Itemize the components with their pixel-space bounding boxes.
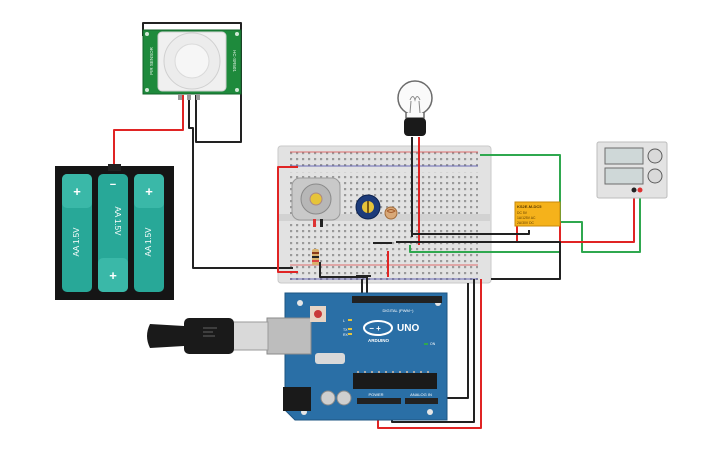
- arduino-model-label: UNO: [397, 323, 419, 334]
- battery-cell-sign: +: [109, 268, 117, 283]
- relay-spec: 2A/30V DC: [517, 221, 535, 225]
- potentiometer-icon: [355, 194, 381, 220]
- led-label: TX: [343, 328, 348, 332]
- battery-cell-label: AA 1.5V: [113, 207, 122, 237]
- led-label: RX: [343, 333, 349, 337]
- led-label: ON: [430, 342, 436, 346]
- pir-sensor: PIR SENSOR HC-SR501: [142, 29, 242, 100]
- power-header-label: POWER: [368, 392, 383, 397]
- photoresistor-icon: [384, 206, 398, 220]
- battery-cell-sign: +: [73, 184, 81, 199]
- battery-cell-sign: −: [110, 179, 116, 191]
- lightbulb-icon: [397, 80, 433, 136]
- digital-header-label: DIGITAL (PWM~): [383, 308, 415, 313]
- arduino-uno: − + UNO ARDUINO DIGITAL (PWM~) POWER ANA…: [266, 292, 448, 421]
- arduino-symbol: − +: [369, 324, 381, 333]
- relay-spec: DC 5V: [517, 211, 528, 215]
- pir-left-label: PIR SENSOR: [149, 46, 154, 75]
- battery-pack: + − + + AA 1.5V AA 1.5V AA 1.5V: [55, 164, 174, 300]
- resistor-component: [312, 249, 319, 265]
- motor-icon: [291, 177, 341, 227]
- battery-cell-sign: +: [145, 184, 153, 199]
- usb-cable-icon: [147, 318, 269, 354]
- relay-spec: 1A/125V AC: [517, 216, 536, 220]
- pir-right-label: HC-SR501: [232, 50, 237, 72]
- arduino-logo-text: ARDUINO: [368, 338, 389, 343]
- battery-cell-label: AA 1.5V: [72, 227, 81, 257]
- relay-model: KS2E-M-DC5: [517, 204, 542, 209]
- battery-cell-label: AA 1.5V: [144, 227, 153, 257]
- relay-module: KS2E-M-DC5 DC 5V 1A/125V AC 2A/30V DC: [514, 201, 561, 227]
- power-supply: [596, 141, 668, 199]
- led-label: L: [343, 319, 345, 323]
- analog-header-label: ANALOG IN: [410, 392, 432, 397]
